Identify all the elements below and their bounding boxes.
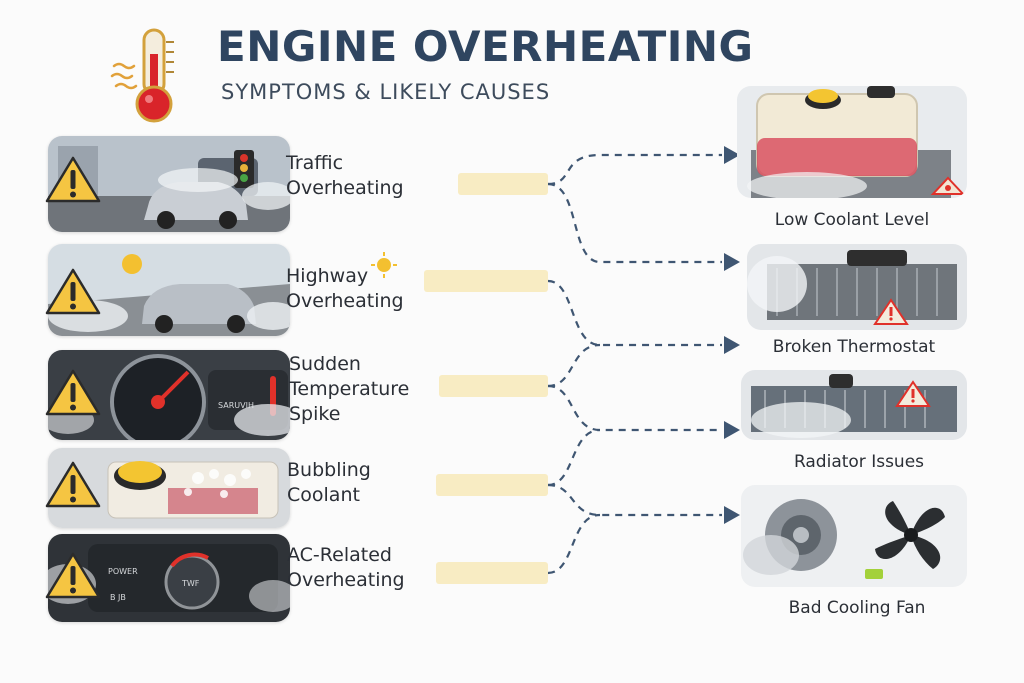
connector-arrow-5 (724, 506, 740, 524)
ac-bottom-label: B JB (110, 593, 126, 602)
radiator-image (741, 370, 967, 440)
ac-knob-label: TWF (181, 579, 200, 588)
symptom-label-line: Bubbling (287, 459, 371, 481)
connector-curve-1b (547, 182, 722, 264)
connector-curve-2 (547, 279, 722, 347)
highlight-bar-4 (436, 474, 548, 496)
symptom-label-line: Sudden (289, 353, 361, 375)
symptom-label-ac: AC-Related Overheating (287, 543, 405, 593)
sun-icon (371, 252, 397, 278)
page-title: ENGINE OVERHEATING (217, 22, 754, 71)
highlight-bar-3 (439, 375, 548, 397)
connector-curve-3 (547, 343, 601, 388)
page-subtitle: SYMPTOMS & LIKELY CAUSES (221, 80, 551, 104)
warning-icon-2 (45, 268, 101, 315)
cause-label-thermostat: Broken Thermostat (772, 337, 936, 357)
symptom-label-line: Overheating (286, 177, 404, 199)
symptom-label-traffic: Traffic Overheating (286, 151, 404, 201)
highlight-bar-1 (458, 173, 548, 195)
symptom-label-highway: Highway Overheating (286, 264, 404, 314)
symptom-label-line: AC-Related (287, 544, 392, 566)
warning-icon-3 (45, 369, 101, 416)
gauge-label: SARUVIH (218, 401, 254, 410)
highway-car-image (48, 244, 290, 336)
symptom-label-temperature: Sudden Temperature Spike (289, 352, 409, 427)
highlight-bar-2 (424, 270, 548, 292)
cooling-fan-image (741, 485, 967, 587)
connector-curve-1 (547, 153, 722, 186)
cause-label-coolant: Low Coolant Level (774, 210, 930, 230)
connector-curve-3b (547, 384, 722, 432)
coolant-reservoir-image (48, 448, 290, 528)
coolant-tank-image (737, 86, 967, 198)
symptom-label-line: Coolant (287, 484, 360, 506)
connector-arrow-3 (724, 336, 740, 354)
symptom-label-line: Temperature (289, 378, 410, 400)
connector-curve-4b (547, 483, 722, 517)
cause-label-fan: Bad Cooling Fan (788, 598, 926, 618)
symptom-label-coolant: Bubbling Coolant (287, 458, 371, 508)
symptom-label-line: Overheating (286, 290, 404, 312)
connector-curve-5 (547, 513, 601, 575)
connector-arrow-1 (724, 146, 740, 164)
connector-curve-4 (547, 428, 601, 487)
symptom-label-line: Highway (286, 265, 369, 287)
highlight-bar-5 (436, 562, 548, 584)
cause-label-radiator: Radiator Issues (793, 452, 925, 472)
thermometer-icon (110, 28, 174, 123)
connector-arrow-4 (724, 421, 740, 439)
connector-arrow-2 (724, 253, 740, 271)
thermostat-image (747, 244, 967, 330)
symptom-label-line: Traffic (286, 152, 344, 174)
symptom-label-line: Spike (289, 403, 341, 425)
ac-controls-image: POWER TWF B JB (48, 534, 290, 622)
symptom-label-line: Overheating (287, 569, 405, 591)
warning-icon-4 (45, 461, 101, 508)
warning-icon-5 (45, 552, 101, 599)
warning-icon-1 (45, 156, 101, 203)
ac-power-label: POWER (108, 567, 138, 576)
